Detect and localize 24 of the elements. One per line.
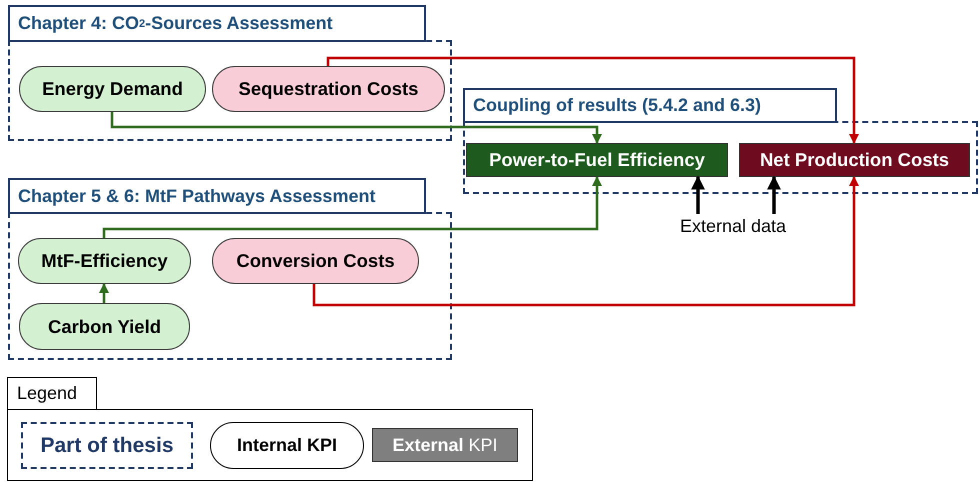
connector-arrow bbox=[110, 112, 602, 144]
dashed-section-frame bbox=[463, 88, 978, 194]
legend-filled-box: External KPI bbox=[372, 428, 518, 462]
legend-dashed-frame: Part of thesis bbox=[21, 422, 193, 469]
internal-kpi-pill: Energy Demand bbox=[19, 66, 206, 112]
dashed-section-frame bbox=[8, 178, 452, 360]
internal-kpi-pill: MtF-Efficiency bbox=[18, 238, 191, 284]
internal-kpi-pill: Sequestration Costs bbox=[212, 66, 445, 112]
connector-arrow bbox=[102, 176, 602, 238]
connector-arrow bbox=[691, 176, 705, 214]
section-heading: Coupling of results (5.4.2 and 6.3) bbox=[463, 88, 837, 123]
connector-arrow bbox=[99, 283, 109, 303]
connector-arrow bbox=[767, 176, 781, 214]
external-kpi-box: Power-to-Fuel Efficiency bbox=[466, 143, 728, 177]
dashed-section-frame bbox=[8, 5, 452, 141]
section-heading: Chapter 5 & 6: MtF Pathways Assessment bbox=[8, 178, 426, 214]
external-kpi-box: Net Production Costs bbox=[739, 143, 970, 177]
legend-pill: Internal KPI bbox=[210, 422, 364, 469]
connector-arrow bbox=[312, 176, 859, 306]
internal-kpi-pill: Conversion Costs bbox=[212, 238, 419, 284]
connector-arrow bbox=[326, 56, 859, 144]
annotation-text: External data bbox=[660, 214, 806, 238]
internal-kpi-pill: Carbon Yield bbox=[19, 303, 190, 350]
legend-title: Legend bbox=[7, 377, 97, 410]
